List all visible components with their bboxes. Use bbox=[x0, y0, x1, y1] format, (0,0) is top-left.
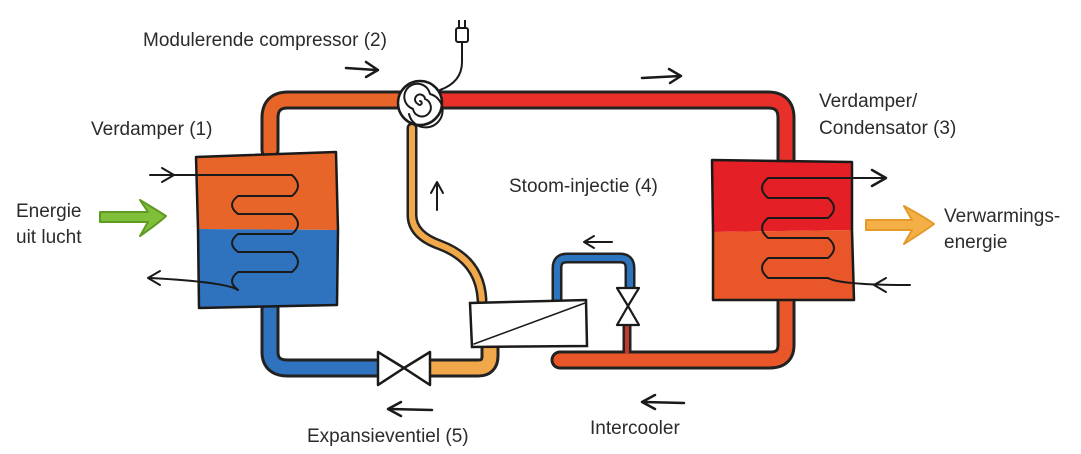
power-cable bbox=[439, 41, 463, 91]
expansion-valve-label: Expansieventiel (5) bbox=[307, 426, 469, 447]
pipe-steam-injection bbox=[409, 125, 485, 303]
condenser-coil bbox=[761, 177, 911, 286]
energy-in-arrow-icon bbox=[99, 199, 167, 237]
pipe-valve-to-evaporator bbox=[263, 293, 385, 375]
pipe-compressor-to-condenser bbox=[433, 93, 793, 167]
energy-in-label-line1: Energie bbox=[16, 201, 82, 222]
pipe-evaporator-to-compressor bbox=[263, 93, 407, 157]
flow-arrow-icon bbox=[640, 67, 683, 85]
power-plug-icon bbox=[455, 20, 469, 43]
heat-exchanger-icon bbox=[468, 298, 589, 349]
energy-out-label-line1: Verwarmings- bbox=[944, 206, 1061, 227]
pipe-injection-loop bbox=[554, 255, 633, 308]
energy-out-arrow-icon bbox=[865, 205, 935, 245]
intercooler-label: Intercooler bbox=[590, 418, 680, 439]
flow-arrow-icon bbox=[344, 60, 380, 79]
flow-arrow-icon bbox=[640, 393, 686, 411]
flow-arrow-icon bbox=[386, 400, 434, 418]
pipes bbox=[263, 93, 793, 375]
compressor bbox=[396, 20, 469, 129]
pipe-condenser-to-intercooler bbox=[553, 291, 793, 367]
condenser-label-line1: Verdamper/ bbox=[819, 91, 918, 112]
flow-arrow-icon bbox=[583, 235, 613, 249]
condenser-label-line2: Condensator (3) bbox=[819, 118, 957, 139]
expansion-valve-icon bbox=[376, 350, 432, 387]
energy-in-label-line2: uit lucht bbox=[16, 227, 82, 248]
flow-arrows bbox=[344, 60, 686, 418]
compressor-spiral-icon bbox=[403, 82, 444, 129]
compressor-label: Modulerende compressor (2) bbox=[143, 30, 387, 51]
flow-arrow-icon bbox=[430, 181, 444, 211]
evaporator-coil bbox=[149, 174, 299, 291]
evaporator-unit bbox=[147, 150, 340, 310]
evaporator-label: Verdamper (1) bbox=[91, 119, 213, 140]
condenser-unit bbox=[710, 158, 911, 302]
pipe-exchanger-to-valve bbox=[423, 338, 497, 375]
energy-out-label-line2: energie bbox=[944, 232, 1008, 253]
injection-valve-icon bbox=[615, 286, 641, 327]
steam-injection-label: Stoom-injectie (4) bbox=[509, 176, 658, 197]
